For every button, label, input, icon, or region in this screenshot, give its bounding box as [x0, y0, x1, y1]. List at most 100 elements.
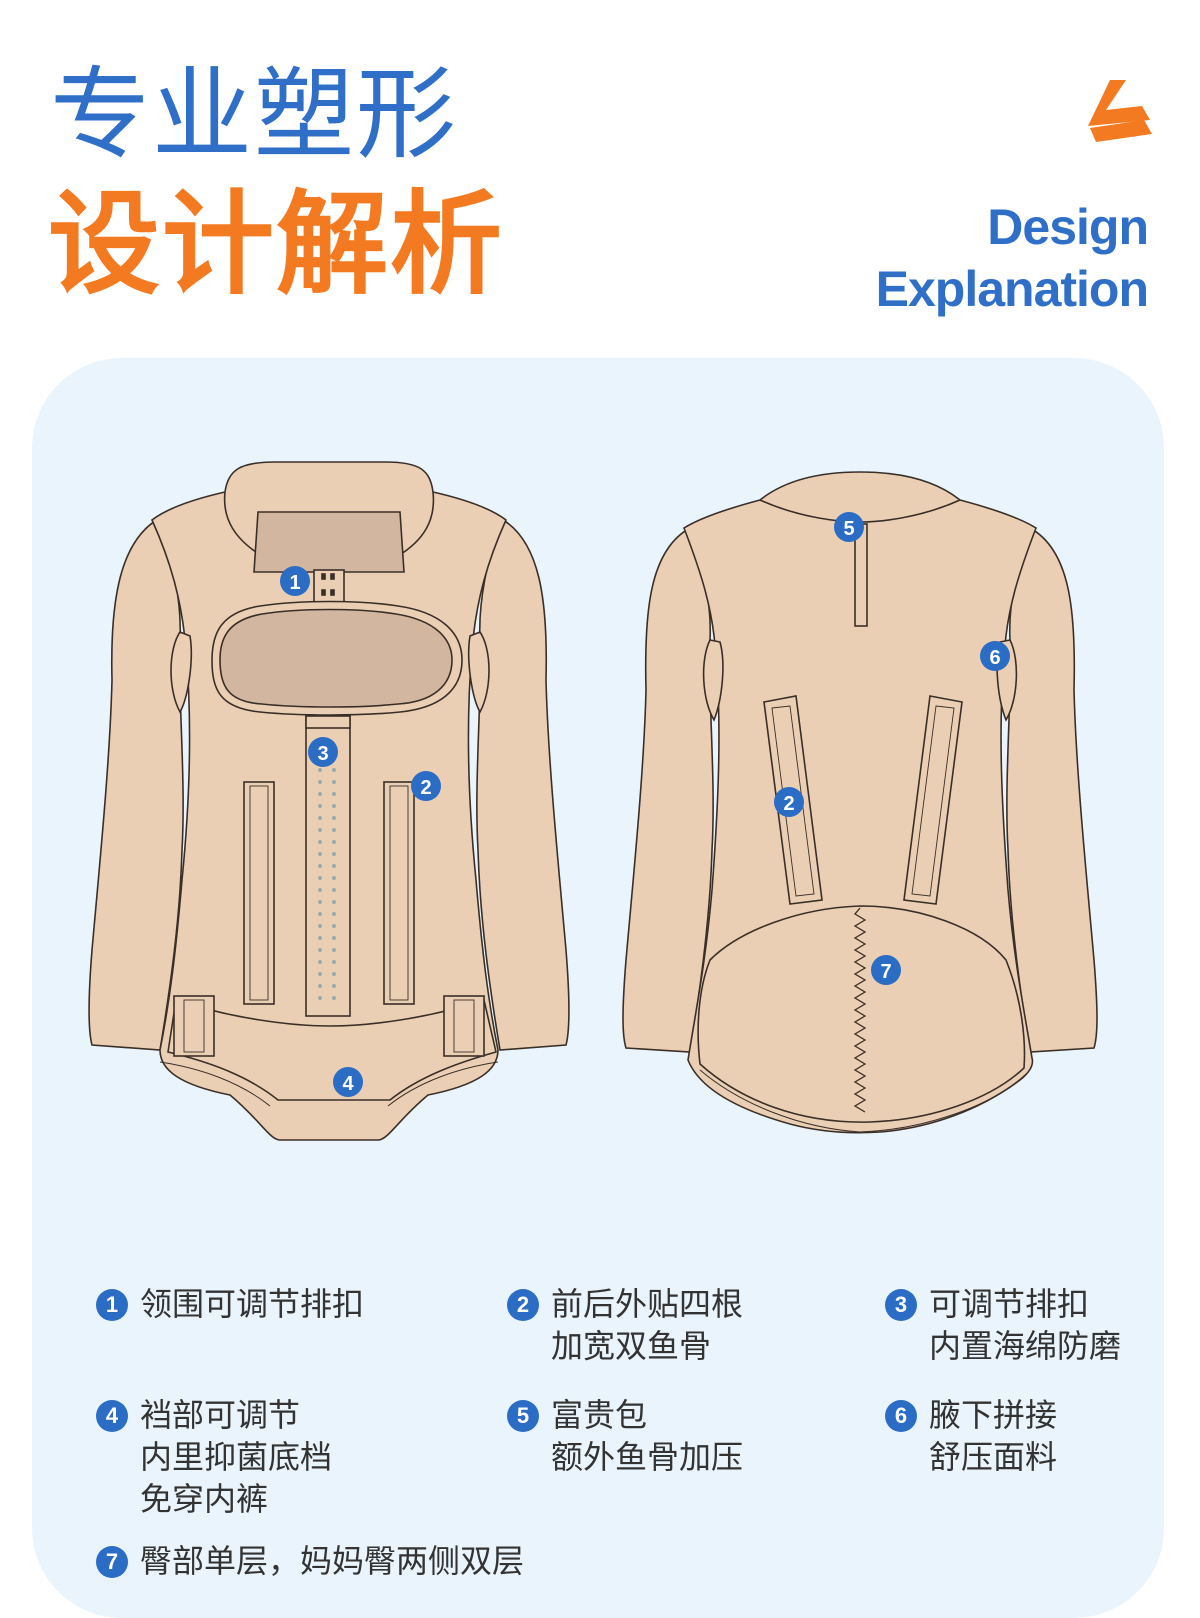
title-line-2: 设计解析 [48, 180, 504, 310]
feature-line: 内置海绵防磨 [929, 1327, 1122, 1365]
hook-dot [318, 936, 322, 940]
marker-label: 1 [289, 572, 300, 594]
marker-label: 7 [880, 961, 891, 983]
hook-dot [318, 984, 322, 988]
feature-item-3: 3 可调节排扣 内置海绵防磨 [885, 1283, 1121, 1367]
garment-illustration: 1 3 2 4 5 6 2 7 [88, 461, 1098, 1141]
back-zigzag-seam [853, 907, 867, 1113]
feature-line: 内里抑菌底档 [140, 1438, 333, 1476]
marker-6: 6 [980, 641, 1010, 671]
hook-dot [332, 948, 336, 952]
feature-line: 免穿内裤 [140, 1480, 269, 1518]
hook-dot [332, 804, 336, 808]
feature-item-2: 2 前后外贴四根 加宽双鱼骨 [507, 1283, 743, 1367]
front-hooks [318, 768, 336, 1000]
hook-dot [318, 996, 322, 1000]
feature-item-1: 1 领围可调节排扣 [96, 1283, 364, 1325]
feature-number: 1 [96, 1289, 128, 1321]
marker-2-front: 2 [411, 771, 441, 801]
hook-dot [318, 768, 322, 772]
feature-line: 加宽双鱼骨 [551, 1327, 712, 1365]
front-left-sleeve [88, 516, 184, 1051]
hook-dot [332, 900, 336, 904]
marker-7: 7 [871, 955, 901, 985]
hook-dot [332, 876, 336, 880]
feature-text: 裆部可调节 内里抑菌底档 免穿内裤 [140, 1394, 332, 1520]
marker-label: 5 [843, 518, 854, 540]
hook-dot [318, 960, 322, 964]
marker-label: 3 [317, 743, 328, 765]
feature-number: 3 [885, 1289, 917, 1321]
marker-2-back: 2 [774, 787, 804, 817]
hook-dot [332, 996, 336, 1000]
hook-dot [318, 840, 322, 844]
hook-dot [318, 804, 322, 808]
hook-dot [332, 852, 336, 856]
marker-label: 2 [783, 793, 794, 815]
feature-line: 臀部单层，妈妈臀两侧双层 [140, 1542, 525, 1580]
hook-dot [318, 864, 322, 868]
feature-item-7: 7 臀部单层，妈妈臀两侧双层 [96, 1540, 524, 1582]
feature-number: 7 [96, 1546, 128, 1578]
hook-dot [332, 828, 336, 832]
hook-dot [318, 888, 322, 892]
back-left-sleeve [622, 526, 714, 1053]
marker-5: 5 [834, 512, 864, 542]
feature-text: 臀部单层，妈妈臀两侧双层 [140, 1540, 524, 1582]
feature-item-6: 6 腋下拼接 舒压面料 [885, 1394, 1057, 1478]
feature-text: 富贵包 额外鱼骨加压 [551, 1394, 743, 1478]
feature-line: 前后外贴四根 [551, 1285, 744, 1323]
feature-text: 前后外贴四根 加宽双鱼骨 [551, 1283, 743, 1367]
hook-dot [318, 900, 322, 904]
hook-dot [332, 984, 336, 988]
hook-dot [318, 948, 322, 952]
marker-1: 1 [280, 566, 310, 596]
hook-dot [332, 768, 336, 772]
hook-dot [318, 828, 322, 832]
feature-number: 4 [96, 1400, 128, 1432]
hook-dot [318, 792, 322, 796]
marker-label: 4 [342, 1073, 354, 1095]
double-chevron-arrow-icon [1088, 80, 1152, 142]
feature-line: 领围可调节排扣 [140, 1285, 365, 1323]
hook-dot [332, 972, 336, 976]
english-title-line-1: Design [987, 199, 1149, 255]
feature-line: 额外鱼骨加压 [551, 1438, 744, 1476]
title-line-1: 专业塑形 [50, 56, 458, 173]
hook-dot [318, 912, 322, 916]
back-right-sleeve [1006, 526, 1098, 1053]
feature-text: 领围可调节排扣 [140, 1283, 364, 1325]
feature-line: 裆部可调节 [140, 1396, 301, 1434]
hook-dot [332, 840, 336, 844]
front-right-sleeve [476, 516, 570, 1051]
hook-dot [332, 864, 336, 868]
hook-dot [332, 888, 336, 892]
hook-dot [332, 792, 336, 796]
front-view [88, 461, 570, 1141]
hook-dot [318, 816, 322, 820]
hook-dot [332, 816, 336, 820]
feature-item-5: 5 富贵包 额外鱼骨加压 [507, 1394, 743, 1478]
feature-number: 5 [507, 1400, 539, 1432]
english-title: Design Explanation [875, 196, 1149, 320]
hook-dot [318, 924, 322, 928]
feature-line: 舒压面料 [929, 1438, 1058, 1476]
marker-label: 6 [989, 647, 1000, 669]
hook-dot [332, 924, 336, 928]
feature-text: 可调节排扣 内置海绵防磨 [929, 1283, 1121, 1367]
feature-line: 可调节排扣 [929, 1285, 1090, 1323]
hook-dot [318, 876, 322, 880]
feature-number: 6 [885, 1400, 917, 1432]
feature-line: 腋下拼接 [929, 1396, 1058, 1434]
hook-dot [332, 960, 336, 964]
feature-line: 富贵包 [551, 1396, 648, 1434]
hook-dot [332, 780, 336, 784]
marker-4: 4 [333, 1067, 363, 1097]
hook-dot [318, 972, 322, 976]
hook-dot [318, 852, 322, 856]
marker-label: 2 [420, 777, 431, 799]
hook-dot [332, 936, 336, 940]
feature-number: 2 [507, 1289, 539, 1321]
hook-dot [318, 780, 322, 784]
english-title-line-2: Explanation [875, 261, 1149, 317]
